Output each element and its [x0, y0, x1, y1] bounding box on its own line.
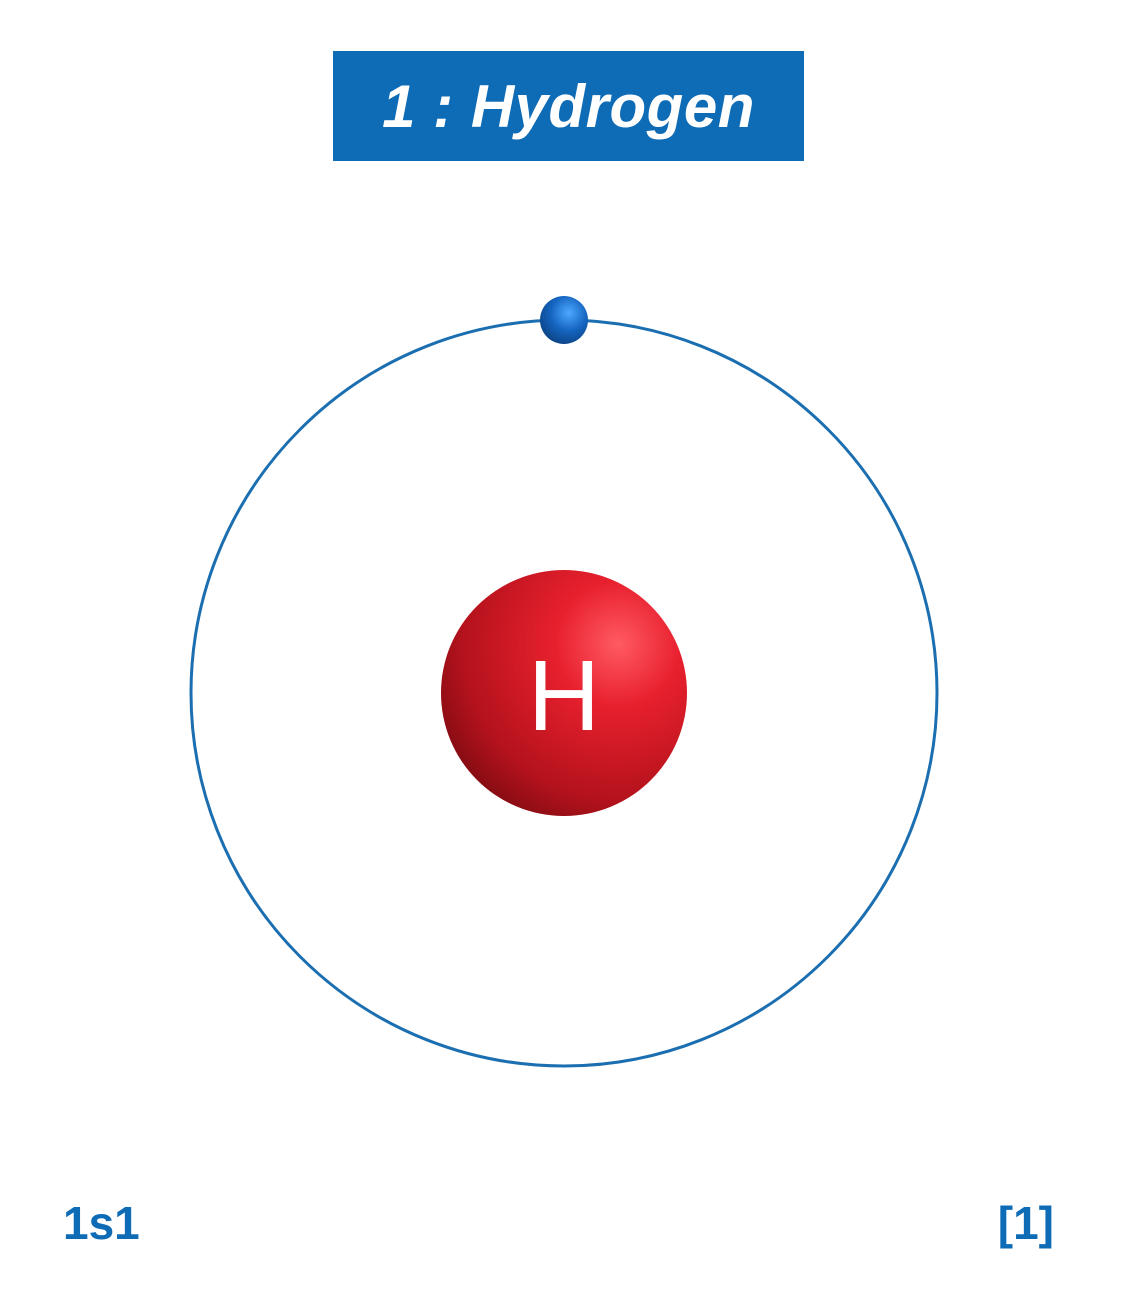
- title-banner: 1 : Hydrogen: [333, 51, 804, 161]
- nucleus-symbol: H: [528, 640, 600, 752]
- electrons-layer: [540, 296, 588, 344]
- electron: [540, 296, 588, 344]
- page-title: 1 : Hydrogen: [382, 72, 755, 140]
- electron-configuration: 1s1: [63, 1197, 140, 1249]
- nucleus: [441, 570, 687, 816]
- electrons-per-shell: [1]: [997, 1197, 1054, 1249]
